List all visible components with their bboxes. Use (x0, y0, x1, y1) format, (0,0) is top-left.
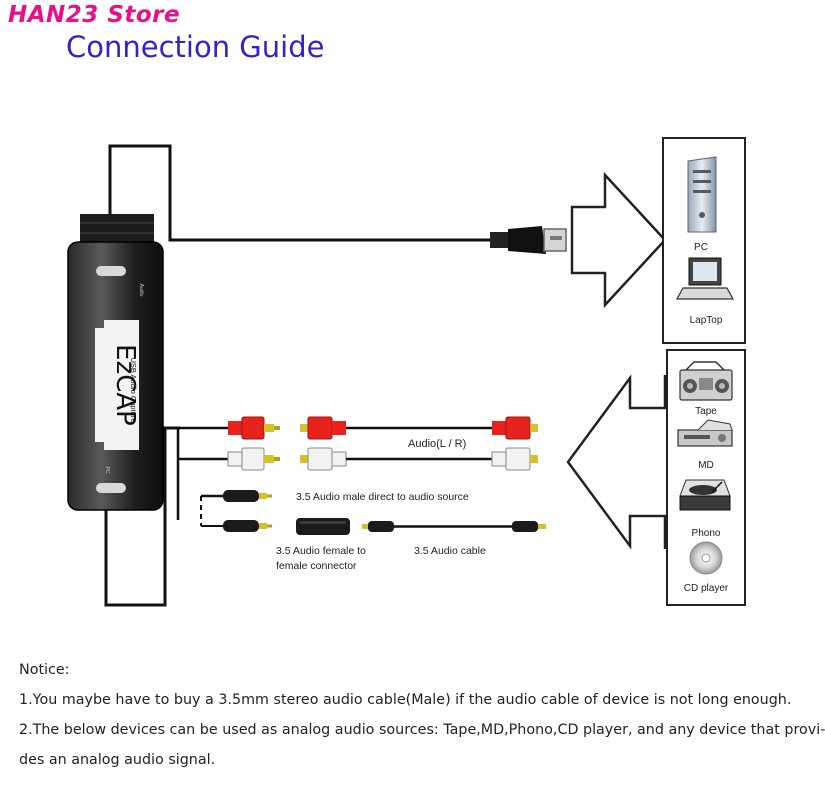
male-plug-label: 3.5 Audio male direct to audio source (296, 491, 469, 503)
md-icon (677, 419, 733, 447)
rca-white-plug-left (227, 447, 280, 471)
cd-label: CD player (684, 583, 729, 594)
rca-red-plug-left (228, 416, 280, 440)
tape-icon (679, 361, 733, 401)
connection-diagram: PC LapTop EzCAP USB Audio Capture Audio … (67, 137, 746, 607)
laptop-label: LapTop (690, 315, 723, 326)
female-connector-label-2: female connector (276, 560, 357, 572)
audio-cable-label: 3.5 Audio cable (414, 545, 486, 557)
audio-35-cable (362, 521, 546, 532)
pc-icon (687, 156, 717, 233)
tape-label: Tape (695, 406, 717, 417)
male-35-plug (223, 490, 272, 502)
cd-icon (689, 541, 723, 575)
ezcap-device: EzCAP USB Audio Capture Audio PC (67, 214, 164, 511)
branch-wires (176, 426, 230, 527)
page-title: Connection Guide (66, 30, 325, 64)
device-bottom-label: PC (104, 467, 110, 474)
notice-item-2-line-1: 2.The below devices can be used as analo… (19, 722, 825, 738)
male-35-plug-2 (223, 520, 272, 532)
notice-item-1: 1.You maybe have to buy a 3.5mm stereo a… (19, 692, 792, 708)
device-subtitle: USB Audio Capture (129, 357, 138, 422)
usb-plug (490, 226, 567, 254)
phono-label: Phono (692, 528, 721, 539)
notice-item-2-line-2: des an analog audio signal. (19, 752, 216, 768)
rca-cable-label: Audio(L / R) (408, 438, 466, 450)
phono-icon (679, 479, 731, 511)
rca-cable-red (300, 416, 538, 440)
rca-cable-white (300, 447, 538, 471)
female-connector-label-1: 3.5 Audio female to (276, 545, 366, 557)
device-bottom-cable (104, 426, 180, 607)
notice-heading: Notice: (19, 662, 70, 678)
md-label: MD (698, 460, 714, 471)
laptop-icon (675, 257, 735, 300)
device-top-label: Audio (138, 284, 144, 297)
store-name: HAN23 Store (8, 2, 181, 28)
notice-section: Notice: 1.You maybe have to buy a 3.5mm … (19, 655, 825, 775)
device-brand: EzCAP (110, 344, 140, 426)
pc-label: PC (694, 242, 708, 253)
female-connector (296, 518, 350, 535)
arrow-from-sources (566, 374, 667, 550)
arrow-to-computers (570, 171, 667, 309)
usb-cable (108, 144, 492, 242)
